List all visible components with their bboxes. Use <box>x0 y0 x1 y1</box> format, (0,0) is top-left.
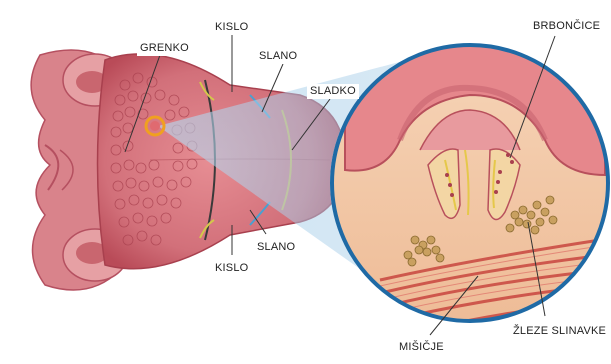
label-sladko: SLADKO <box>307 84 359 99</box>
label-slano-top: SLANO <box>256 49 300 64</box>
label-misicje: MIŠIČJE <box>396 340 447 355</box>
label-kislo-top: KISLO <box>212 20 251 35</box>
label-zleze-slinavke: ŽLEZE SLINAVKE <box>510 324 609 339</box>
label-kislo-bottom: KISLO <box>212 261 251 276</box>
label-grenko: GRENKO <box>137 41 192 56</box>
label-slano-bottom: SLANO <box>254 240 298 255</box>
label-brboncice: BRBONČICE <box>530 19 603 34</box>
magnified-view <box>330 40 611 330</box>
